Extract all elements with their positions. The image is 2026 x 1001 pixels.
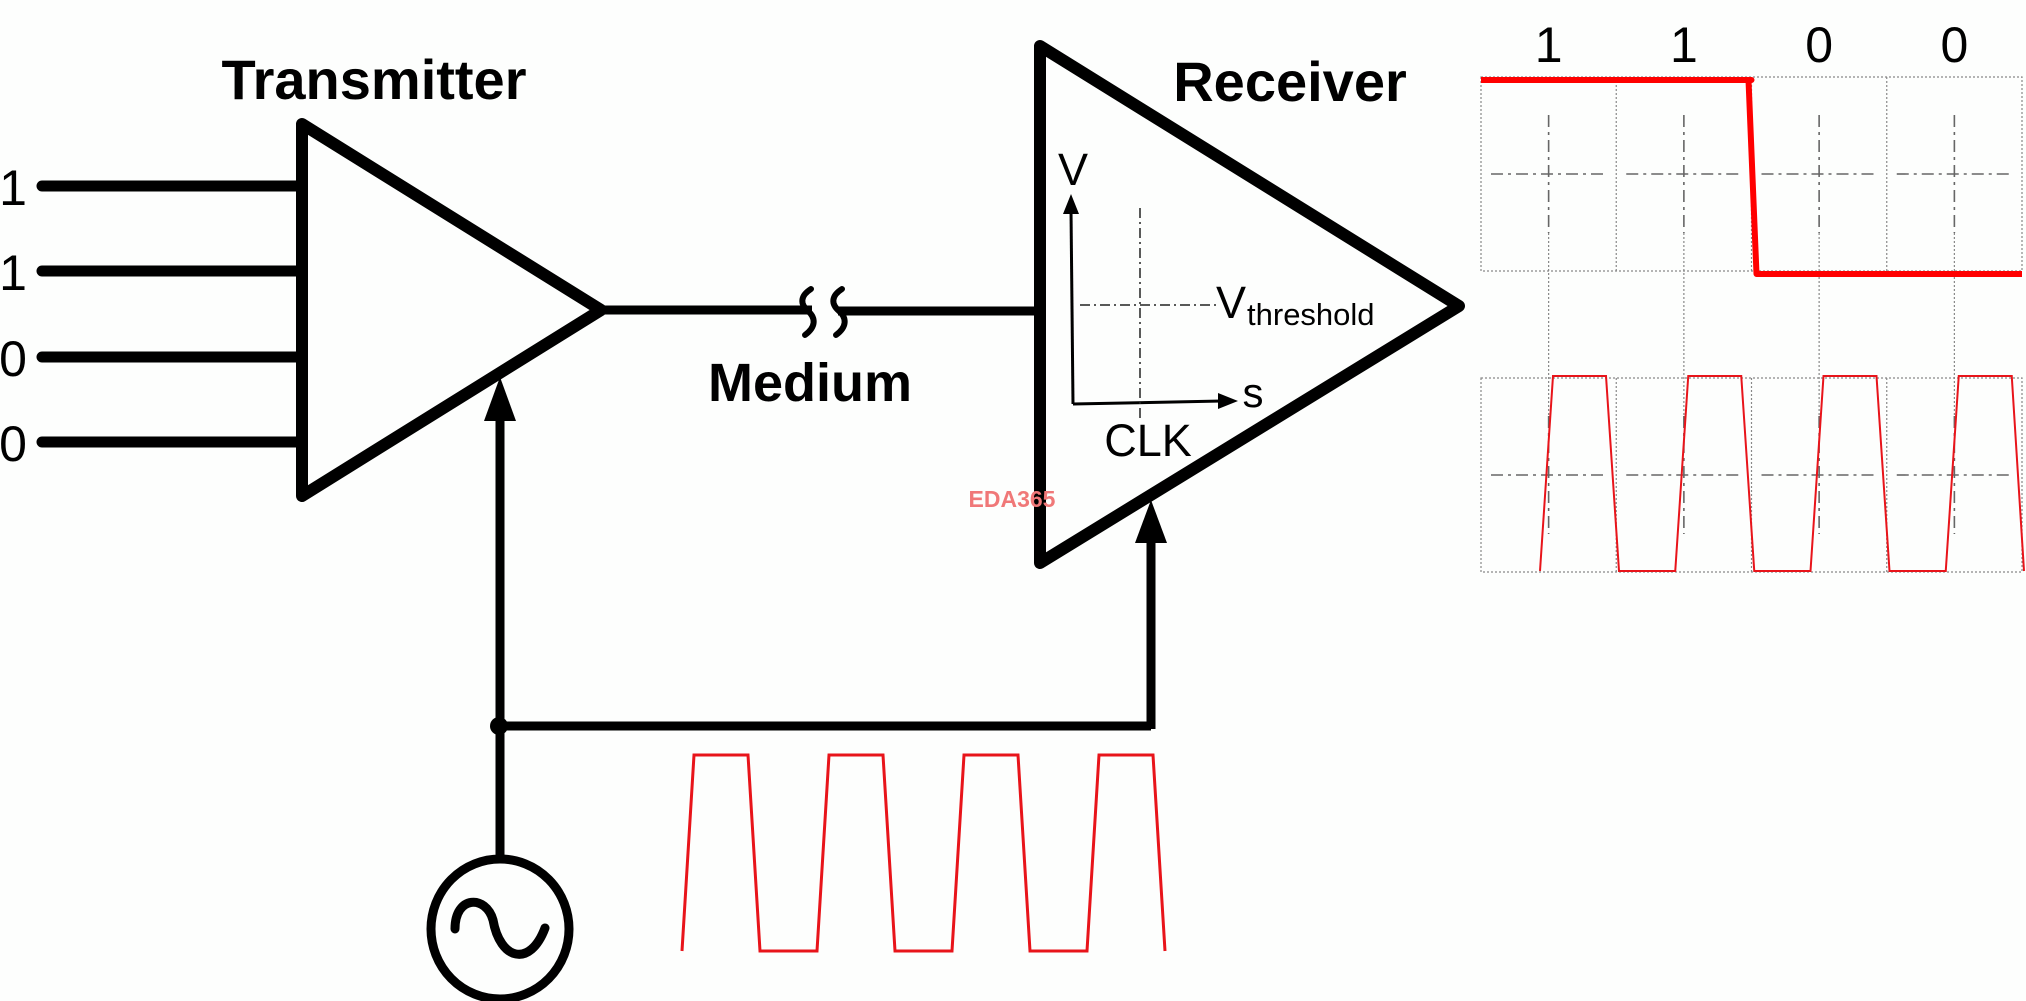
clock-distribution — [426, 717, 1167, 1001]
s-axis — [1072, 399, 1223, 406]
v-axis-arrowhead — [1063, 194, 1079, 214]
input-bit-label: 1 — [0, 160, 27, 216]
receiver-clock-arrowhead — [1135, 500, 1167, 543]
clk-label: CLK — [1104, 415, 1192, 466]
s-axis-label: s — [1243, 369, 1264, 416]
s-axis-arrowhead — [1218, 393, 1238, 409]
input-bit-label: 0 — [0, 416, 27, 472]
break-icon — [799, 286, 848, 338]
bit-label: 1 — [1535, 17, 1563, 73]
clock-waveform — [680, 753, 1167, 953]
bit-label: 0 — [1805, 17, 1833, 73]
input-bit-label: 0 — [0, 331, 27, 387]
bit-label: 1 — [1670, 17, 1698, 73]
clock-waveform-trace — [680, 753, 1167, 953]
receiver: Receiver V s Vthreshold CLK — [1034, 40, 1465, 729]
transmitter-triangle — [296, 118, 607, 502]
v-axis-label: V — [1058, 144, 1088, 195]
watermark: EDA365 — [969, 486, 1056, 512]
output-timing-plot: 1 1 0 0 — [1480, 17, 2025, 573]
data-signal-trace — [1481, 77, 2022, 277]
medium: Medium — [600, 286, 1040, 413]
receiver-sampling-graph: V s Vthreshold CLK — [1058, 144, 1375, 466]
medium-title: Medium — [708, 353, 912, 413]
transmitter-clock-arrowhead — [484, 377, 516, 421]
transmitter: Transmitter 1 1 0 0 — [0, 48, 607, 726]
transmitter-title: Transmitter — [222, 48, 527, 111]
v-axis — [1069, 209, 1075, 405]
receiver-triangle — [1034, 40, 1465, 569]
transmitter-inputs: 1 1 0 0 — [0, 160, 302, 472]
receiver-title: Receiver — [1173, 50, 1407, 113]
threshold-label: Vthreshold — [1216, 277, 1375, 332]
input-bit-label: 1 — [0, 245, 27, 301]
bit-label: 0 — [1940, 17, 1968, 73]
clock-signal-trace — [1539, 375, 2025, 572]
ac-source-icon — [426, 854, 574, 1001]
